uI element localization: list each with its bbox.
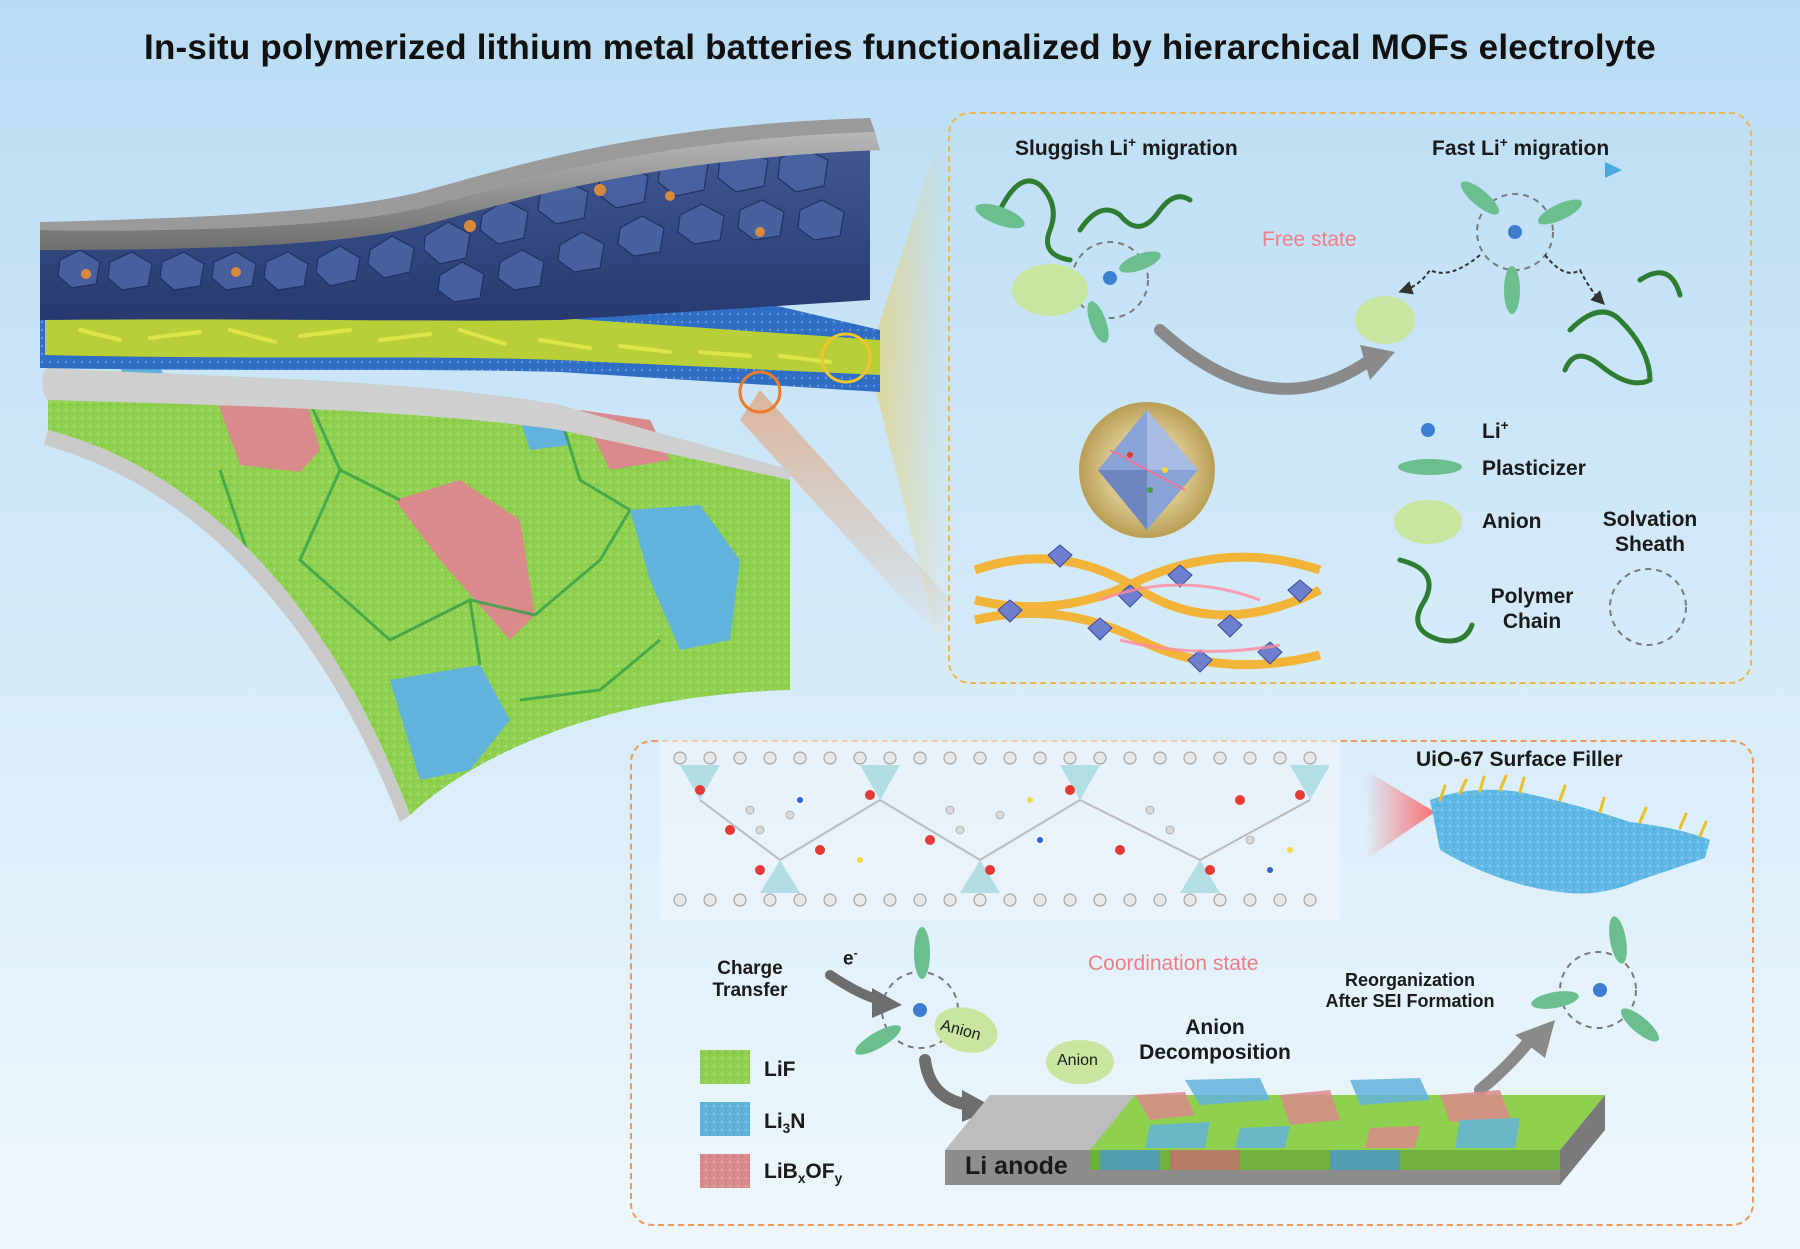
zoom-beam-yellow bbox=[868, 112, 948, 680]
sluggish-solvation-complex bbox=[975, 178, 1193, 343]
coordination-state-label: Coordination state bbox=[1088, 952, 1259, 975]
sluggish-migration-label: Sluggish Li+ migration bbox=[1015, 135, 1238, 160]
sei-legend-swatches bbox=[700, 1050, 750, 1188]
fast-solvation-complex bbox=[1355, 181, 1683, 386]
legend-li3n-label: Li3N bbox=[764, 1110, 806, 1137]
polymer-mof-strands bbox=[973, 544, 1323, 673]
li-anode-label: Li anode bbox=[965, 1152, 1068, 1180]
li3n-grain bbox=[390, 665, 510, 780]
fast-migration-label: Fast Li+ migration bbox=[1432, 135, 1610, 160]
reorganization-arrow bbox=[1474, 1034, 1536, 1096]
li3n-grain bbox=[630, 505, 740, 650]
figure-title: In-situ polymerized lithium metal batter… bbox=[144, 28, 1656, 67]
legend-lif-label: LiF bbox=[764, 1058, 796, 1081]
legend-plasticizer-label: Plasticizer bbox=[1482, 457, 1586, 480]
uio67-filler-label: UiO-67 Surface Filler bbox=[1416, 748, 1623, 771]
electron-label: e- bbox=[843, 946, 858, 970]
mof-octahedron bbox=[1079, 402, 1215, 538]
ion-migration-panel bbox=[948, 112, 1752, 684]
legend-solvation-glyph bbox=[1609, 568, 1687, 646]
anion-bubble-glyph bbox=[1046, 1040, 1114, 1084]
zoom-circle-yellow bbox=[820, 332, 872, 384]
free-state-label: Free state bbox=[1262, 228, 1357, 251]
coordination-solvation-complex bbox=[855, 927, 998, 1055]
legend-anion-glyph bbox=[1394, 500, 1462, 544]
reorganized-solvation-complex bbox=[1531, 916, 1660, 1042]
zoom-beam-red bbox=[1365, 770, 1435, 860]
legend-li-ion-label: Li+ bbox=[1482, 418, 1509, 443]
legend-li-ion-dot bbox=[1421, 423, 1435, 437]
uio67-crystal-structure bbox=[660, 740, 1340, 920]
legend-polymer-glyph bbox=[1397, 557, 1475, 644]
zoom-beam-orange bbox=[740, 390, 950, 640]
cathode-stack bbox=[40, 118, 880, 414]
anion-bubble-label-2: Anion bbox=[1057, 1052, 1098, 1069]
legend-plasticizer-glyph bbox=[1398, 459, 1462, 475]
legend-anion-label: Anion bbox=[1482, 510, 1542, 533]
uio67-filler-particle bbox=[1430, 774, 1710, 894]
legend-libxofy-label: LiBxOFy bbox=[764, 1160, 843, 1187]
zoom-circle-orange bbox=[738, 370, 782, 414]
curved-sei-layer bbox=[42, 362, 791, 822]
migration-curved-arrow bbox=[1154, 324, 1376, 395]
li-anode-slab bbox=[945, 1078, 1605, 1185]
libxofy-grain bbox=[395, 480, 535, 640]
